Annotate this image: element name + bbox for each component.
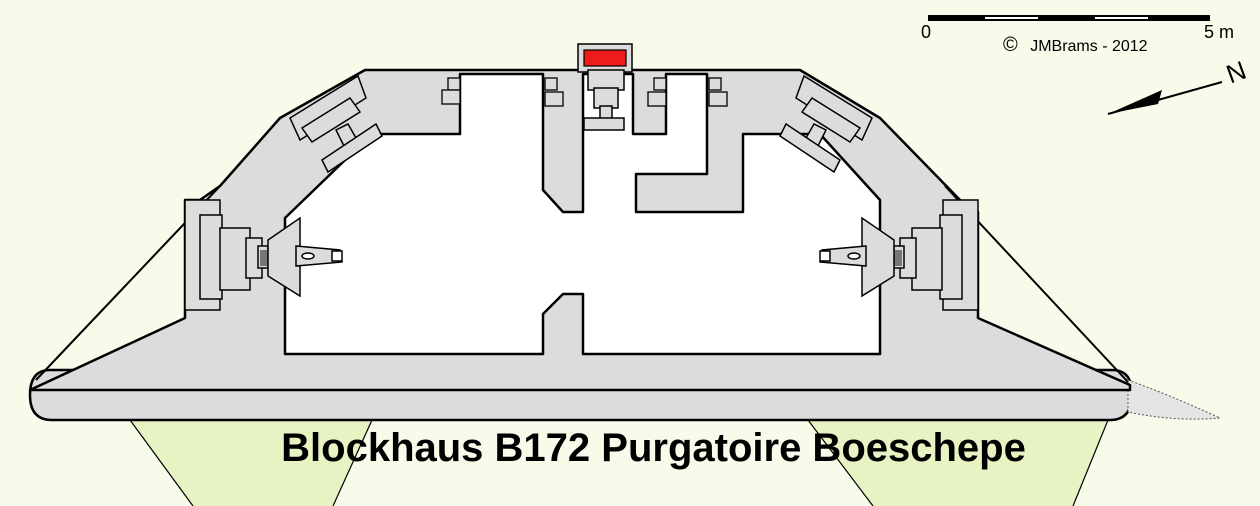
copyright-icon: © — [1003, 34, 1018, 56]
entrance-loophole — [577, 43, 633, 131]
copyright-text: JMBrams - 2012 — [1030, 38, 1148, 55]
scale-end-label: 5 m — [1204, 22, 1235, 42]
field-of-fire-edges — [129, 419, 1109, 506]
main-chamber — [283, 72, 882, 356]
gun-slit-right — [895, 250, 902, 266]
red-loophole-marker — [583, 49, 627, 67]
gun-slit-left — [260, 250, 267, 266]
diagram-title: Blockhaus B172 Purgatoire Boeschepe — [281, 426, 1026, 470]
gun-embrasure-left — [184, 199, 343, 311]
north-arrow-icon: N — [1107, 55, 1250, 115]
scale-bar — [928, 15, 1210, 21]
field-of-fire-left — [130, 420, 372, 506]
wall-niches — [441, 77, 728, 107]
embrasure-upper-left — [289, 74, 383, 174]
scale-start-label: 0 — [921, 22, 932, 42]
north-label: N — [1222, 55, 1250, 90]
copyright-notice: © JMBrams - 2012 — [1003, 34, 1148, 57]
rubble-scree — [1127, 379, 1222, 420]
field-of-fire-right — [808, 420, 1108, 506]
embrasure-upper-right — [779, 74, 873, 174]
